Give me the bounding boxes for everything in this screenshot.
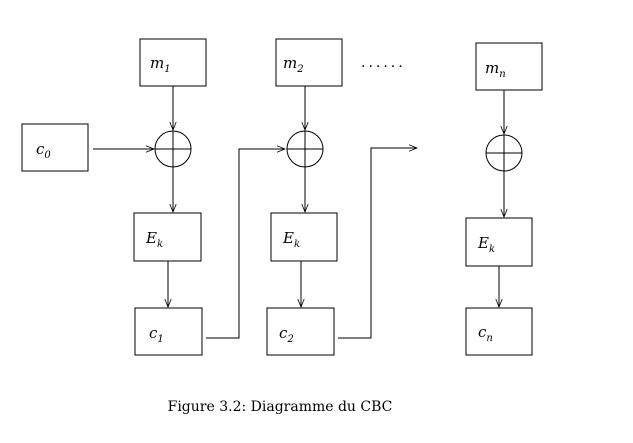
column-n: mn Ek cn (465, 42, 543, 356)
plaintext-block-m2 (275, 38, 343, 87)
cipher-block-ekn (465, 217, 533, 267)
ciphertext-block-c2 (266, 307, 335, 356)
plaintext-label-m2: m2 (283, 54, 304, 75)
cipher-label-ekn: Ek (477, 234, 495, 255)
column-1: m1 c0 Ek c1 (21, 38, 285, 356)
ciphertext-label-cn: cn (478, 323, 493, 344)
xor-icon (485, 134, 523, 172)
ellipsis: ...... (361, 55, 406, 71)
iv-label-c0: c0 (36, 140, 51, 161)
iv-block-c0 (21, 123, 89, 172)
feedback-arrow-c1-to-xor2 (206, 149, 285, 339)
xor-icon (286, 130, 324, 168)
plaintext-block-m1 (139, 38, 207, 87)
cipher-label-ek2: Ek (282, 229, 300, 250)
cipher-block-ek2 (270, 212, 338, 262)
plaintext-block-mn (475, 42, 543, 91)
ciphertext-label-c2: c2 (279, 324, 294, 345)
ciphertext-block-c1 (134, 307, 203, 356)
column-2: m2 Ek c2 (266, 38, 417, 356)
xor-icon (154, 130, 192, 168)
plaintext-label-mn: mn (485, 59, 506, 80)
ciphertext-label-c1: c1 (149, 324, 164, 345)
cipher-label-ek1: Ek (145, 229, 163, 250)
cipher-block-ek1 (133, 212, 202, 262)
feedback-arrow-c2-to-next (338, 148, 417, 339)
plaintext-label-m1: m1 (150, 54, 171, 75)
ciphertext-block-cn (465, 307, 533, 356)
figure-caption: Figure 3.2: Diagramme du CBC (167, 399, 393, 415)
